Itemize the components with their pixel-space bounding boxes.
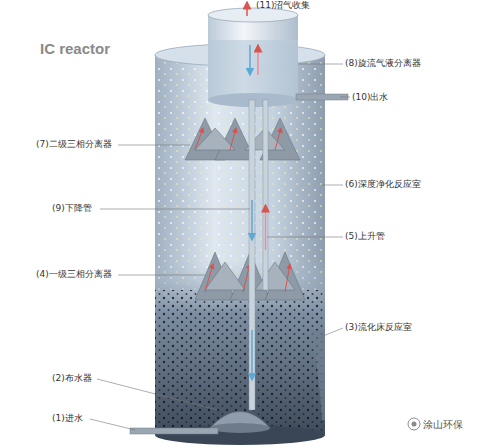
callout-label: (2)布水器 bbox=[52, 373, 92, 384]
callout-label: (11)沼气收集 bbox=[256, 0, 310, 11]
diagram-title: IC reactor bbox=[40, 40, 110, 57]
callout-label: (1)进水 bbox=[52, 413, 83, 424]
watermark: 涂山环保 bbox=[423, 418, 463, 432]
callout-label: (6)深度净化反应室 bbox=[345, 179, 421, 190]
callout-label: (10)出水 bbox=[352, 92, 388, 103]
callout-label: (3)流化床反应室 bbox=[345, 322, 412, 333]
callout-label: (9)下降管 bbox=[52, 203, 92, 214]
callout-label: (8)旋流气液分离器 bbox=[345, 58, 421, 69]
callout-label: (7)二级三相分离器 bbox=[36, 139, 112, 150]
callout-label: (5)上升管 bbox=[345, 231, 385, 242]
callout-label: (4)一级三相分离器 bbox=[36, 269, 112, 280]
